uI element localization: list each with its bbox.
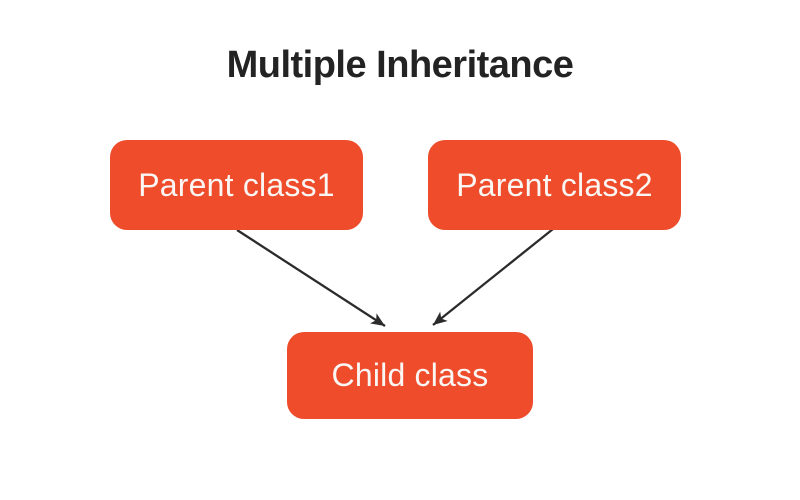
- node-parent-class1: Parent class1: [110, 140, 363, 230]
- node-parent-class1-label: Parent class1: [138, 166, 335, 203]
- node-child-class-label: Child class: [331, 357, 489, 393]
- node-parent-class2-label: Parent class2: [456, 166, 653, 203]
- edge-parent1-to-child: [236, 229, 386, 327]
- node-child-class: Child class: [287, 332, 533, 419]
- edge-parent2-to-child: [432, 228, 554, 326]
- diagram-title: Multiple Inheritance: [226, 44, 574, 86]
- node-parent-class2: Parent class2: [428, 140, 681, 230]
